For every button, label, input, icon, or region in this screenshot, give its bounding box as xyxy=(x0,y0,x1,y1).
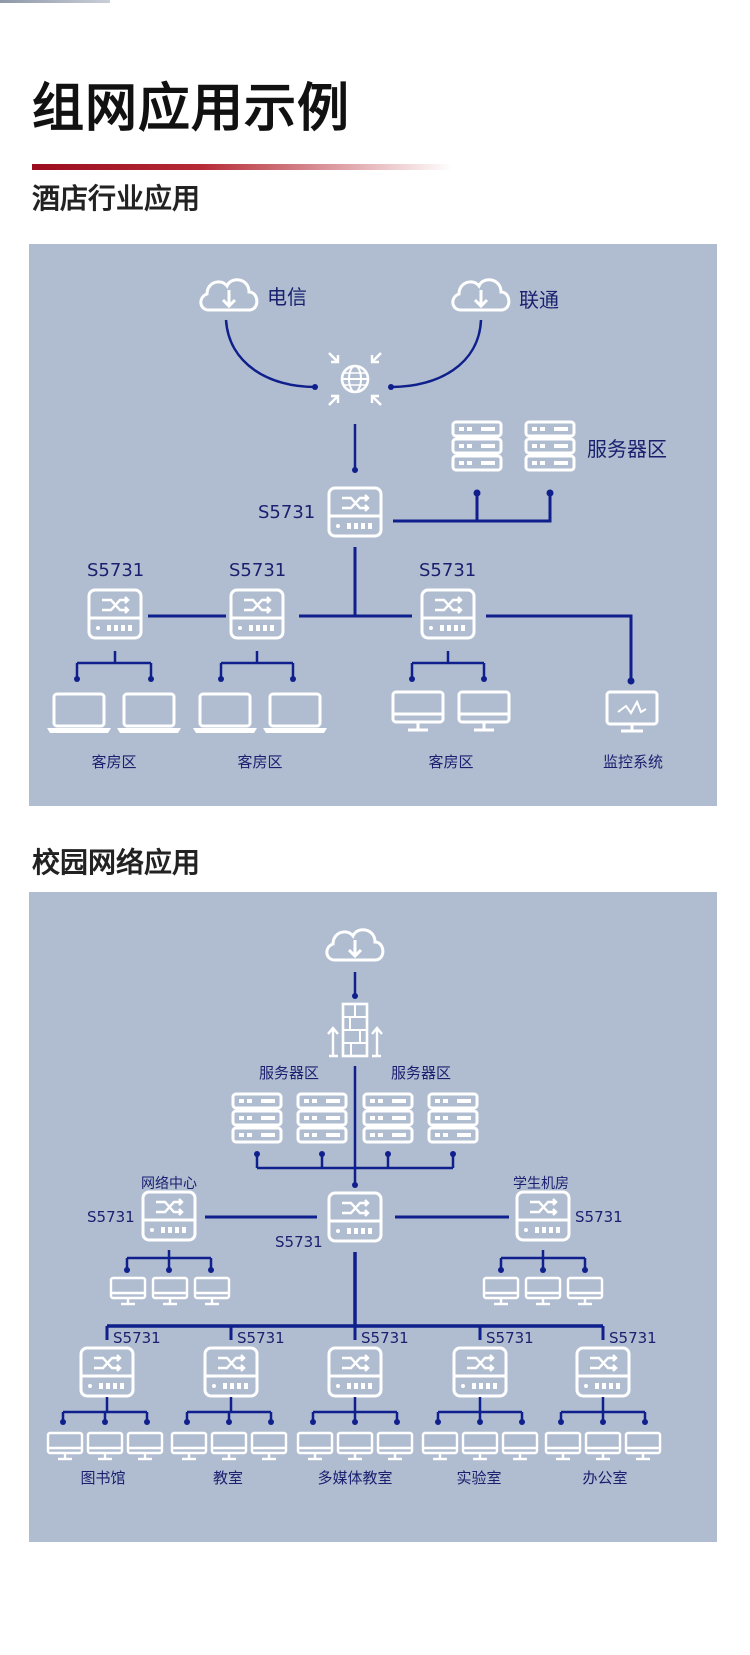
access-switch-icon xyxy=(575,1346,631,1398)
server-zone-label: 服务器区 xyxy=(391,1064,451,1082)
globe-icon xyxy=(328,352,382,406)
monitor-system-label: 监控系统 xyxy=(603,753,663,771)
monitor-icon xyxy=(250,1431,288,1461)
location-label: 实验室 xyxy=(456,1469,501,1487)
top-accent-bar xyxy=(0,0,110,3)
monitor-icon xyxy=(86,1431,124,1461)
hotel-network-diagram: 电信 联通 S5731 服务器区 S5731 S5731 S5731 xyxy=(45,278,667,771)
server-rack-icon xyxy=(451,420,503,472)
monitor-icon xyxy=(391,690,445,732)
access-switch-icon xyxy=(203,1346,259,1398)
link-telecom-internet xyxy=(224,319,316,389)
access-switch-icon xyxy=(452,1346,508,1398)
monitor-icon xyxy=(421,1431,459,1461)
laptop-icon xyxy=(45,692,113,735)
student-lab-label: 学生机房 xyxy=(513,1176,569,1192)
hotel-section-title: 酒店行业应用 xyxy=(32,182,201,215)
core-switch-icon xyxy=(327,1191,383,1243)
monitor-icon xyxy=(376,1431,414,1461)
monitor-icon xyxy=(584,1431,622,1461)
access-switch-icon xyxy=(327,1346,383,1398)
access-switch-icon xyxy=(229,588,285,640)
cloud-download-icon xyxy=(325,928,385,962)
monitor-icon xyxy=(624,1431,662,1461)
location-label: 图书馆 xyxy=(80,1469,125,1487)
bottom-switch-label: S5731 xyxy=(237,1329,285,1347)
campus-section-title: 校园网络应用 xyxy=(32,846,201,879)
server-zone-label: 服务器区 xyxy=(587,437,667,461)
laptop-icon xyxy=(261,692,329,735)
access-switch-icon xyxy=(420,588,476,640)
cloud-download-icon xyxy=(451,278,511,312)
right-switch-label: S5731 xyxy=(575,1208,623,1226)
page-title: 组网应用示例 xyxy=(32,79,351,139)
access-switch-label: S5731 xyxy=(229,560,286,581)
monitor-icon xyxy=(336,1431,374,1461)
laptop-icon xyxy=(115,692,183,735)
campus-network-diagram: 服务器区 服务器区 S5731 网络中心 S5731 学生机房 S5731 S5… xyxy=(46,928,662,1487)
isp-telecom-label: 电信 xyxy=(267,285,307,309)
monitor-icon xyxy=(151,1276,189,1306)
isp-unicom-label: 联通 xyxy=(519,288,559,312)
monitor-icon xyxy=(170,1431,208,1461)
monitor-icon xyxy=(501,1431,539,1461)
server-rack-icon xyxy=(362,1092,414,1144)
monitor-icon xyxy=(461,1431,499,1461)
left-switch-label: S5731 xyxy=(87,1208,135,1226)
core-switch-label: S5731 xyxy=(258,502,315,523)
monitor-icon xyxy=(193,1276,231,1306)
core-switch-label: S5731 xyxy=(275,1233,323,1251)
access-switch-icon xyxy=(515,1190,571,1242)
monitor-icon xyxy=(544,1431,582,1461)
bottom-switch-label: S5731 xyxy=(113,1329,161,1347)
title-underline xyxy=(32,164,452,170)
bottom-switch-label: S5731 xyxy=(609,1329,657,1347)
monitor-icon xyxy=(457,690,511,732)
access-switch-icon xyxy=(141,1190,197,1242)
server-zone-label: 服务器区 xyxy=(259,1064,319,1082)
bottom-switch-label: S5731 xyxy=(486,1329,534,1347)
server-rack-icon xyxy=(296,1092,348,1144)
monitor-icon xyxy=(524,1276,562,1306)
firewall-icon xyxy=(327,1002,383,1058)
server-rack-icon xyxy=(427,1092,479,1144)
server-rack-icon xyxy=(231,1092,283,1144)
laptop-icon xyxy=(191,692,259,735)
monitor-icon xyxy=(566,1276,604,1306)
guest-room-label: 客房区 xyxy=(428,753,473,771)
cloud-download-icon xyxy=(199,278,259,312)
campus-diagram-panel: 服务器区 服务器区 S5731 网络中心 S5731 学生机房 S5731 S5… xyxy=(29,892,717,1542)
location-label: 办公室 xyxy=(582,1469,627,1487)
monitor-icon xyxy=(210,1431,248,1461)
access-switch-icon xyxy=(87,588,143,640)
location-label: 多媒体教室 xyxy=(317,1469,392,1487)
network-center-label: 网络中心 xyxy=(141,1176,197,1192)
monitoring-screen-icon xyxy=(605,690,659,733)
monitor-icon xyxy=(296,1431,334,1461)
access-switch-label: S5731 xyxy=(419,560,476,581)
link-unicom-internet xyxy=(390,319,483,389)
server-rack-icon xyxy=(524,420,576,472)
access-switch-label: S5731 xyxy=(87,560,144,581)
core-switch-icon xyxy=(327,486,383,538)
access-switch-icon xyxy=(79,1346,135,1398)
guest-room-label: 客房区 xyxy=(91,753,136,771)
monitor-icon xyxy=(109,1276,147,1306)
bottom-switch-label: S5731 xyxy=(361,1329,409,1347)
monitor-icon xyxy=(126,1431,164,1461)
guest-room-label: 客房区 xyxy=(237,753,282,771)
monitor-icon xyxy=(46,1431,84,1461)
location-label: 教室 xyxy=(213,1469,243,1487)
monitor-icon xyxy=(482,1276,520,1306)
hotel-diagram-panel: 电信 联通 S5731 服务器区 S5731 S5731 S5731 xyxy=(29,244,717,806)
